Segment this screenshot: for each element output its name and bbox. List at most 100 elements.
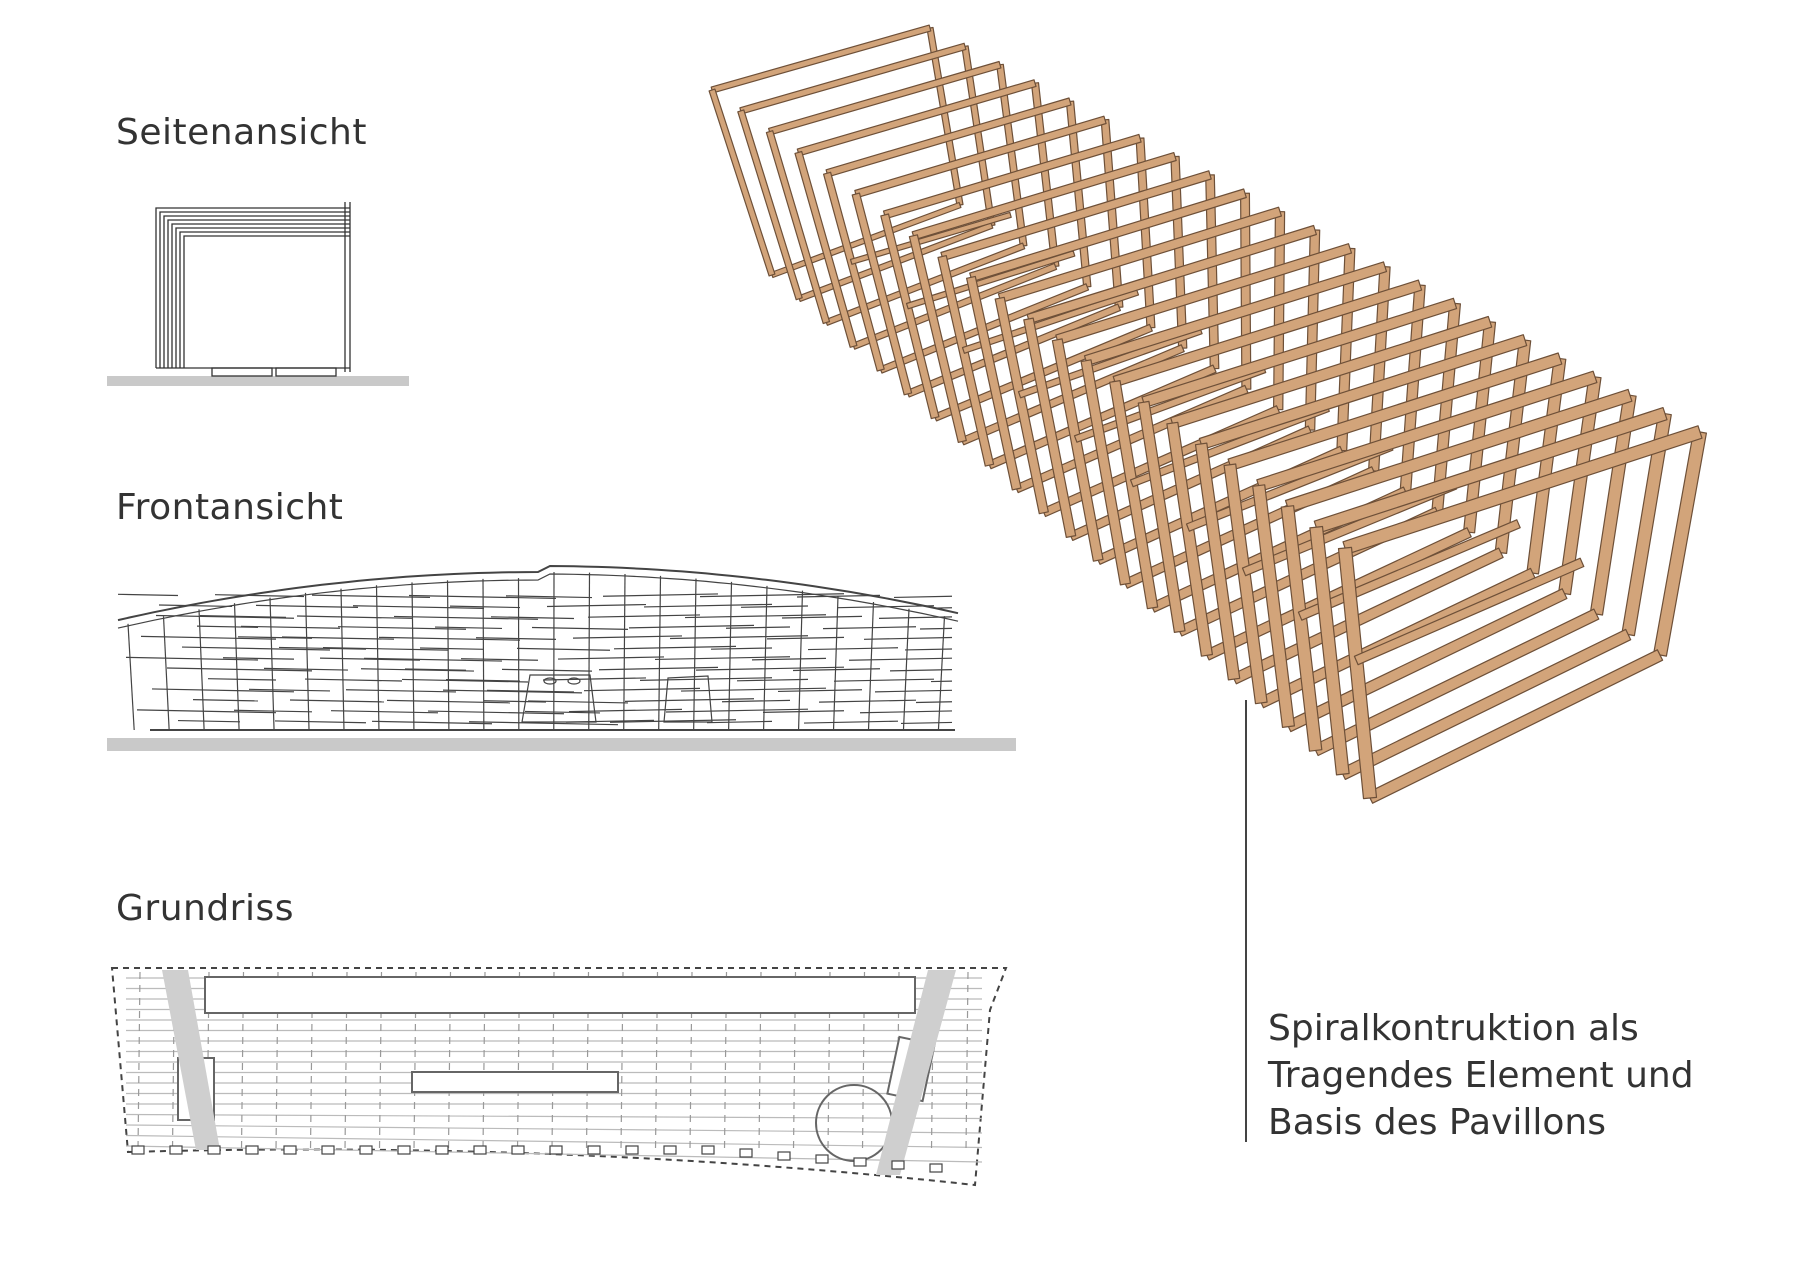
plan-tab: [663, 1145, 677, 1155]
frame-top-beam: [940, 170, 1212, 262]
plan-bench-center: [411, 1071, 619, 1093]
frame-top-beam: [739, 42, 967, 115]
plan-tab: [169, 1145, 183, 1155]
caption-line-1: Spiralkontruktion als: [1268, 1008, 1639, 1049]
front-slat: [889, 669, 953, 672]
front-slat: [818, 699, 917, 703]
front-slat: [863, 636, 953, 640]
front-slat: [352, 605, 485, 609]
front-slat: [278, 646, 367, 650]
front-slat: [587, 614, 701, 618]
front-slat: [158, 604, 233, 608]
frame-front-post: [1223, 463, 1268, 705]
front-slat: [248, 688, 331, 692]
plan-outline: [110, 967, 1008, 1187]
front-post: [797, 590, 804, 731]
plan-view-drawing: [110, 967, 1008, 1187]
front-post: [588, 572, 591, 731]
front-slat: [874, 689, 953, 693]
front-slat: [155, 614, 295, 619]
plan-tab: [929, 1163, 943, 1173]
frame-front-post: [737, 109, 803, 301]
front-slat: [878, 616, 953, 619]
front-slat: [807, 647, 899, 651]
front-slat: [900, 721, 953, 725]
front-slat: [386, 699, 511, 704]
front-slat: [311, 594, 431, 599]
front-slat: [486, 689, 575, 693]
front-post: [446, 580, 450, 731]
side-frame-line: [171, 223, 350, 368]
front-slat: [751, 657, 827, 661]
front-slat: [859, 710, 953, 714]
plan-tab: [511, 1145, 525, 1155]
frame-top-beam: [825, 97, 1072, 178]
front-slat: [181, 646, 331, 651]
front-slat: [330, 710, 439, 714]
front-slat: [542, 677, 647, 681]
spiral-frames-axonometric: [708, 24, 1708, 804]
plan-wedge-right: [876, 970, 956, 1175]
frame-top-beam: [882, 133, 1142, 220]
front-slat: [192, 699, 259, 702]
front-slat: [609, 719, 737, 723]
front-slat: [177, 719, 241, 723]
caption-line-3: Basis des Pavillons: [1268, 1102, 1606, 1143]
front-slat: [505, 595, 593, 599]
plan-tab: [891, 1160, 905, 1170]
front-post: [269, 597, 275, 731]
plan-tab: [321, 1145, 335, 1155]
frame-front-post: [937, 255, 995, 467]
front-slat: [624, 698, 755, 702]
front-slat: [483, 700, 547, 703]
side-frame-line: [163, 215, 350, 368]
front-slat: [237, 636, 313, 639]
front-slat: [516, 647, 611, 651]
frame-top-beam: [969, 188, 1247, 283]
front-post: [728, 581, 733, 731]
plan-slat: [125, 1113, 983, 1120]
front-slat: [468, 721, 619, 726]
front-post: [411, 582, 415, 731]
caption-line-2: Tragendes Element und: [1268, 1055, 1694, 1096]
frame-top-beam: [1227, 352, 1563, 471]
front-slat: [654, 656, 791, 661]
front-post: [867, 602, 875, 731]
front-slat: [442, 689, 583, 694]
frame-front-post: [1309, 525, 1350, 776]
front-slat: [792, 668, 881, 672]
front-slat: [822, 626, 917, 630]
frame-front-post: [1194, 442, 1241, 681]
side-view-ground: [107, 376, 409, 386]
caption-text: Spiralkontruktion als Tragendes Element …: [1268, 1005, 1694, 1146]
front-slat: [848, 657, 953, 661]
front-slat: [699, 593, 845, 598]
frame-back-post: [1652, 430, 1708, 657]
front-slat: [684, 614, 827, 619]
front-slat: [501, 668, 593, 672]
front-slat: [665, 708, 809, 713]
front-post: [233, 603, 240, 731]
front-slat: [214, 594, 305, 598]
frame-front-post: [994, 296, 1049, 515]
front-slat: [833, 678, 935, 682]
front-slat: [762, 710, 845, 713]
plan-tab: [397, 1145, 411, 1155]
frame-top-beam: [854, 115, 1107, 199]
front-slat: [360, 668, 475, 672]
front-slat: [919, 627, 953, 630]
frame-top-beam: [1284, 388, 1633, 513]
front-slat: [721, 699, 791, 703]
side-frame-line: [175, 227, 350, 368]
frame-top-beam: [1198, 334, 1528, 450]
front-slat: [695, 666, 845, 671]
front-slat: [598, 666, 719, 671]
front-slat: [378, 636, 521, 641]
side-footing: [211, 367, 273, 377]
front-slat: [706, 720, 773, 724]
front-slat: [240, 625, 341, 629]
front-slat: [460, 658, 539, 661]
front-post: [304, 592, 310, 731]
frame-top-beam: [1083, 261, 1388, 367]
front-post: [832, 595, 839, 731]
